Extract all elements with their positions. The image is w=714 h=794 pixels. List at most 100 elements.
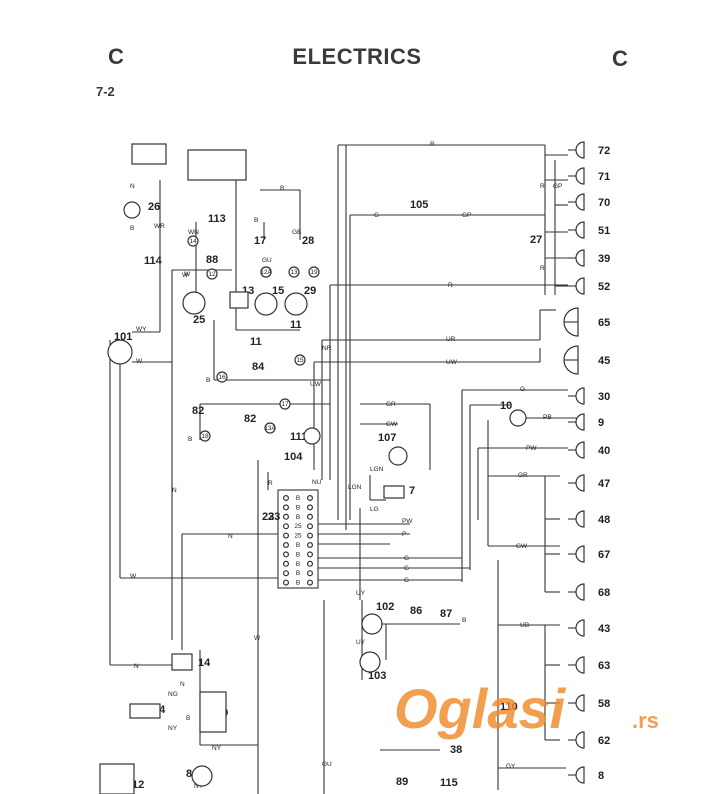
wire-code: G [404,565,409,572]
component-number: 43 [598,623,610,635]
terminal-pin [283,513,290,520]
wire-code: NU [312,479,322,486]
wire-code: LGN [348,484,362,491]
left-device-symbols [99,143,527,794]
lamp-symbol [575,545,585,563]
component-number: 48 [598,514,610,526]
component-number: 12 [132,779,144,791]
terminal-row: B [296,561,300,568]
lamp-symbol [575,167,585,185]
component-number: 11 [290,319,302,331]
terminal-row: 25 [294,533,302,540]
connector-circle [216,371,228,383]
right-device-symbols [563,141,585,784]
wire-code: B [188,436,192,443]
component-number: 27 [530,234,542,246]
wire-code: NR [322,345,332,352]
component-number: 8 [598,770,604,782]
component-number: 88 [206,254,218,266]
wire-code: R [430,141,435,148]
lamp-symbol [575,619,585,637]
component-number: 28 [302,235,314,247]
lamp-symbol [575,141,585,159]
component-number: 84 [252,361,265,373]
lamp-symbol [575,193,585,211]
page-title: ELECTRICS [292,44,422,69]
wire-code: NG [168,691,178,698]
component-number: 11 [250,336,262,348]
lamp-symbol [575,387,585,405]
component-number: 102 [376,601,394,613]
connector-code: 16 [218,374,226,381]
connector-circle [288,266,300,278]
wire-code: B [462,617,466,624]
component-number: 82 [244,413,256,425]
wire-code: G [374,212,379,219]
wire-code: GR [386,401,396,408]
connector-codes: 141213131912A1615171813A [187,235,320,442]
connector-code: 15 [296,357,304,364]
lamp-symbol [575,277,585,295]
wire-code: B [206,377,210,384]
wire-code: G [404,555,409,562]
component-number: 52 [598,281,610,293]
wire-code: R [448,282,453,289]
terminal-row: 25 [294,523,302,530]
terminal-row: B [296,504,300,511]
terminal-row: B [296,514,300,521]
wire-code: G [404,577,409,584]
terminal-pin [283,504,290,511]
connector-circle [294,354,306,366]
wire-code: NY [212,745,222,752]
terminal-pin [307,523,314,530]
component-number: 111 [290,431,307,443]
terminal-row: B [296,542,300,549]
connector-code: 14 [189,238,197,245]
connector-code: 13 [290,269,298,276]
component-number: 104 [284,451,303,463]
wire-code: B [254,217,258,224]
wire-code: N [134,663,139,670]
wire-code: LG [370,506,379,513]
wire-code: GU [262,257,272,264]
wire-code: R [268,480,273,487]
lamp-symbol [575,766,585,784]
wire-code: GB [292,229,301,236]
wire-code: W [182,272,189,279]
wire-code: GP [553,183,562,190]
wire-code: B [130,225,134,232]
terminal-pin [307,551,314,558]
component-number: 67 [598,549,610,561]
terminal-pin [283,570,290,577]
connector-circle [187,235,199,247]
terminal-pin [283,579,290,586]
section-letter-left: C [108,44,124,69]
terminal-pin [307,513,314,520]
component-number: 82 [192,405,204,417]
terminal-pin [307,560,314,567]
component-number: 115 [440,777,458,789]
wire-code: WR [154,223,165,230]
connector-code: 12A [260,269,272,276]
connector-code: 19 [310,269,318,276]
lamp-symbol [575,413,585,431]
connector-code: 18 [201,433,209,440]
lamp-symbol [575,441,585,459]
wire-code: GP [462,212,471,219]
wire-code: G [520,386,525,393]
lamp-symbol [575,583,585,601]
component-number: 103 [368,670,386,682]
component-number: 71 [598,171,610,183]
component-number: 70 [598,197,610,209]
component-number: 38 [450,744,462,756]
component-number: 68 [598,587,610,599]
lamp-symbol [575,474,585,492]
component-number: 17 [254,235,266,247]
wire-code: N [180,681,185,688]
wire-code: NY [194,783,204,790]
wire-code: N [228,533,233,540]
wire-code: R [540,183,545,190]
